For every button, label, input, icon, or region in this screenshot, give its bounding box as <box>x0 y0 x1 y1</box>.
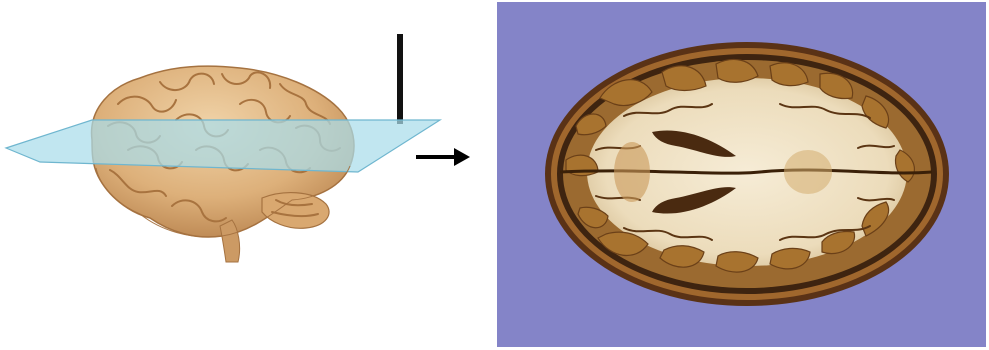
horizontal-cutting-plane <box>6 120 440 172</box>
vertical-marker-line <box>397 34 403 124</box>
brain-section-panel <box>497 2 986 347</box>
brain-3d-illustration <box>6 34 440 262</box>
right-arrow <box>416 148 470 166</box>
deep-nucleus-right <box>784 150 832 194</box>
cerebellum <box>262 193 329 229</box>
deep-nucleus-left <box>614 142 650 202</box>
